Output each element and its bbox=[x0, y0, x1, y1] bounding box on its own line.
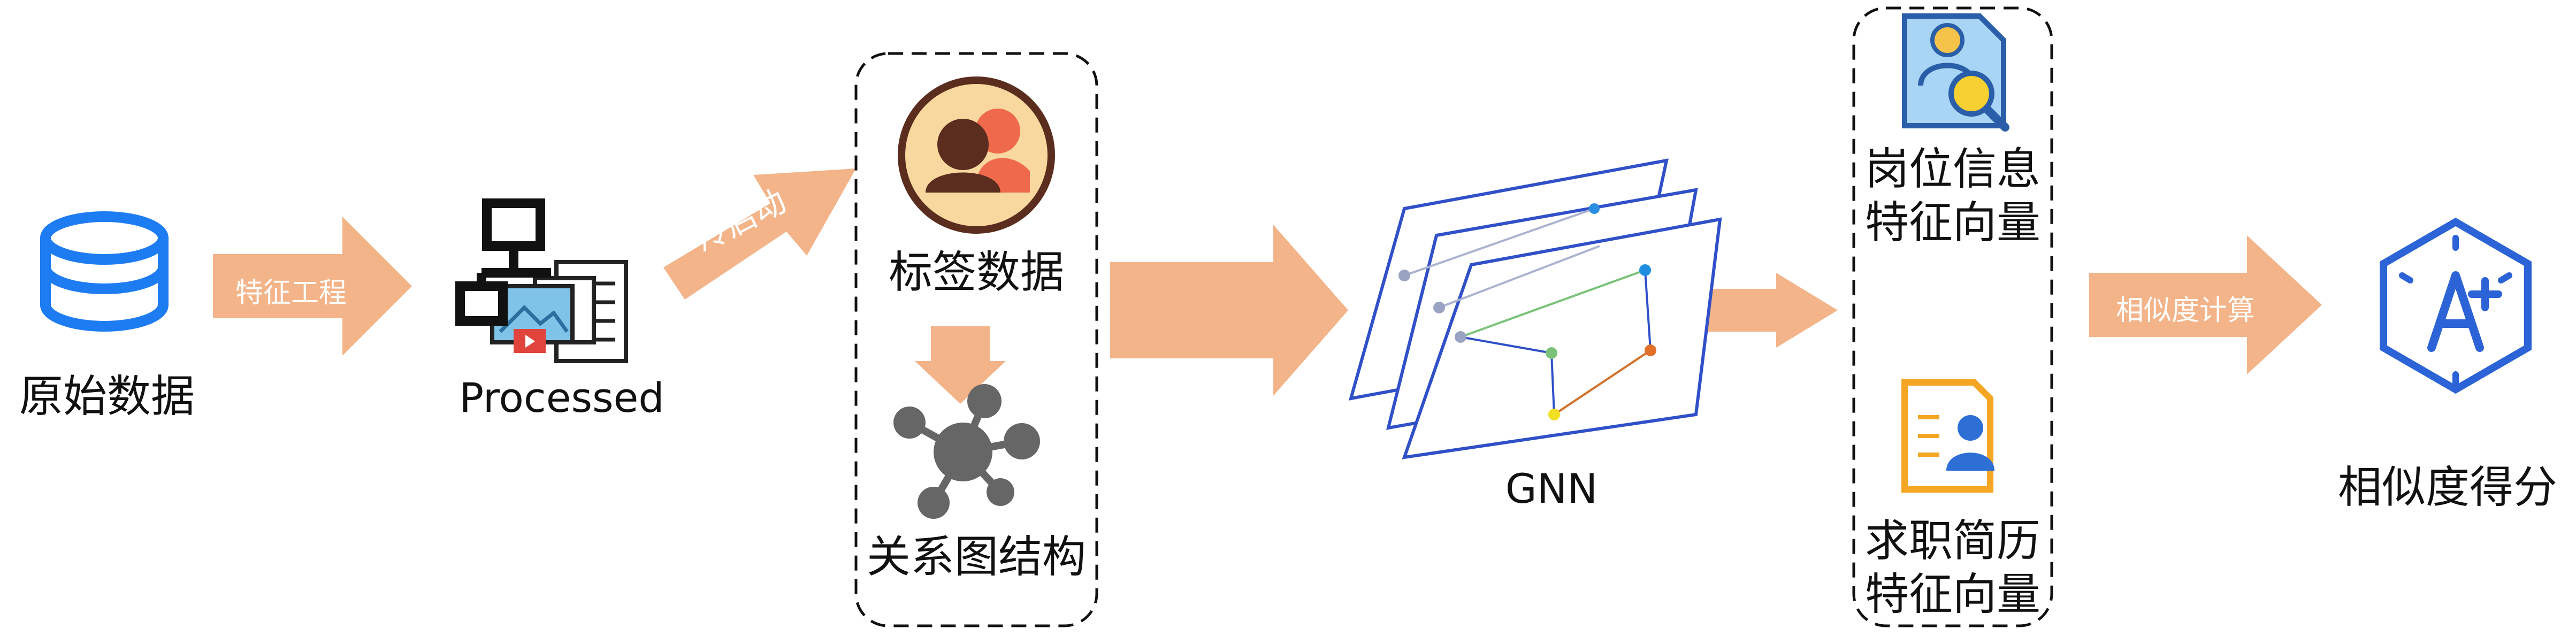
grade-a-plus-icon bbox=[2380, 217, 2532, 394]
resume-vector-label-line2: 特征向量 bbox=[1864, 569, 2040, 620]
arrow-to-graph bbox=[915, 326, 1006, 404]
gnn-layers-icon bbox=[1348, 158, 1722, 459]
arrow-cold-start bbox=[663, 168, 856, 300]
raw-data-label: 原始数据 bbox=[19, 371, 195, 422]
vector-group-dashed-box bbox=[1852, 6, 2053, 627]
user-group-icon bbox=[898, 76, 1055, 234]
job-vector-label-line1: 岗位信息 bbox=[1864, 144, 2040, 195]
database-icon bbox=[40, 211, 169, 332]
tag-group-dashed-box bbox=[854, 52, 1098, 627]
arrow-feature-engineering bbox=[213, 217, 412, 356]
graph-nodes-icon bbox=[893, 384, 1040, 519]
arrow-similarity-calc bbox=[2089, 235, 2322, 374]
similarity-score-label: 相似度得分 bbox=[2337, 462, 2557, 513]
network-document-icon bbox=[455, 198, 628, 363]
gnn-label: GNN bbox=[1505, 465, 1598, 512]
processed-label: Processed bbox=[459, 374, 664, 421]
arrow-to-vectors bbox=[1696, 273, 1838, 348]
resume-vector-label-line1: 求职简历 bbox=[1864, 516, 2040, 566]
relation-graph-label: 关系图结构 bbox=[866, 532, 1086, 582]
gnn-layer-front bbox=[1402, 217, 1722, 459]
arrow-to-gnn bbox=[1110, 225, 1348, 396]
similarity-calc-label: 相似度计算 bbox=[2116, 295, 2256, 327]
tag-data-label: 标签数据 bbox=[888, 247, 1064, 298]
job-vector-label-line2: 特征向量 bbox=[1864, 197, 2040, 248]
resume-icon bbox=[1901, 379, 1994, 493]
feature-engineering-label: 特征工程 bbox=[235, 277, 347, 309]
document-search-icon bbox=[1902, 13, 2009, 132]
